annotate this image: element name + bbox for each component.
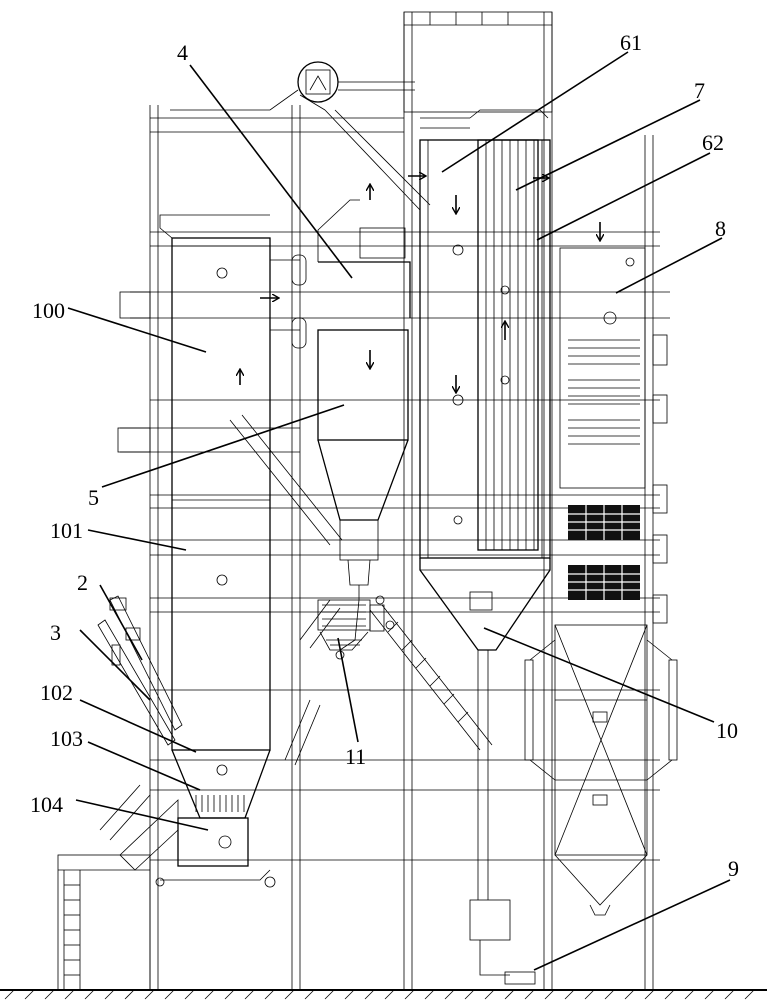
label-7: 7 [694,78,705,103]
ground-line [0,989,767,1000]
label-101: 101 [50,518,83,543]
leader-lines [67,51,731,971]
label-103: 103 [50,726,83,751]
label-5: 5 [88,485,99,510]
label-4: 4 [177,40,188,65]
label-10: 10 [716,718,738,743]
feeder-chutes [97,595,183,746]
steel-frame [117,12,670,990]
heat-exchanger [317,595,395,660]
diagonal-duct [229,414,493,766]
steam-drum [170,61,415,111]
label-61: 61 [620,30,642,55]
label-2: 2 [77,570,88,595]
label-3: 3 [50,620,61,645]
tail-heating-surface [524,247,678,916]
label-62: 62 [702,130,724,155]
label-9: 9 [728,856,739,881]
label-102: 102 [40,680,73,705]
cyclone-separator [299,94,431,651]
label-104: 104 [30,792,63,817]
part-labels: 4 61 7 62 8 100 5 101 2 3 102 103 104 11… [30,30,739,881]
label-8: 8 [715,216,726,241]
label-100: 100 [32,298,65,323]
label-11: 11 [345,744,366,769]
convection-pass [403,11,553,985]
economizer-banks [568,505,640,600]
furnace-body [99,214,307,888]
stair-tower [57,854,151,991]
